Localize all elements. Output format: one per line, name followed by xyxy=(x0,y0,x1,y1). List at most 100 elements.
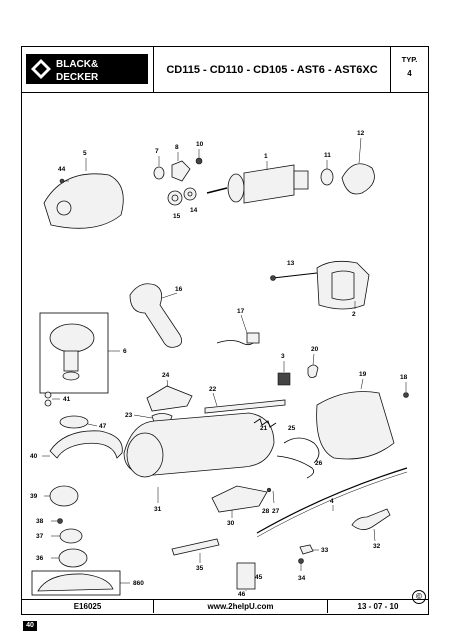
svg-text:17: 17 xyxy=(237,308,245,315)
svg-text:2: 2 xyxy=(352,311,356,318)
svg-text:DECKER: DECKER xyxy=(56,72,99,83)
screw-13: 13 xyxy=(270,260,318,281)
brush-holder-12: 12 xyxy=(341,130,375,195)
switch-wiring-17: 17 xyxy=(216,308,260,346)
svg-text:14: 14 xyxy=(190,207,198,214)
svg-text:45: 45 xyxy=(255,574,263,581)
exploded-view-sheet: BLACK& DECKER CD115 - CD110 - CD105 - AS… xyxy=(21,46,429,615)
motor-housing-31: 31 xyxy=(123,412,275,513)
screw-27: 27 xyxy=(272,490,280,515)
svg-text:12: 12 xyxy=(357,130,365,137)
svg-text:5: 5 xyxy=(83,150,87,157)
svg-text:4: 4 xyxy=(330,498,334,505)
spanner-35: 35 xyxy=(171,538,220,572)
svg-text:7: 7 xyxy=(155,148,159,155)
svg-text:21: 21 xyxy=(260,425,268,432)
svg-text:26: 26 xyxy=(315,460,323,467)
svg-text:18: 18 xyxy=(400,374,408,381)
svg-text:3: 3 xyxy=(281,353,285,360)
switch-bar-22: 22 xyxy=(204,386,286,414)
footer-date: 13 - 07 - 10 xyxy=(357,602,399,611)
guard-40: 40 xyxy=(30,430,123,460)
svg-text:38: 38 xyxy=(36,518,44,525)
side-handle-16: 16 xyxy=(129,283,183,348)
bracket-8: 8 xyxy=(171,144,191,182)
cable-sleeve-32: 32 xyxy=(351,508,391,550)
type-value: 4 xyxy=(407,69,412,78)
header-bar: BLACK& DECKER CD115 - CD110 - CD105 - AS… xyxy=(22,47,428,93)
flange-39: 39 xyxy=(30,485,79,507)
svg-text:30: 30 xyxy=(227,520,235,527)
footer-url: www.2helpU.com xyxy=(154,600,328,613)
screw-18: 18 xyxy=(400,374,409,398)
svg-text:31: 31 xyxy=(154,506,162,513)
svg-text:39: 39 xyxy=(30,493,38,500)
svg-text:19: 19 xyxy=(359,371,367,378)
type-label: TYP. xyxy=(401,55,418,64)
svg-text:1: 1 xyxy=(264,153,268,160)
type-cell: TYP. 4 xyxy=(391,47,428,92)
rear-housing-19: 19 xyxy=(316,371,395,460)
power-cable-4: 4 xyxy=(256,467,408,538)
screw-10: 10 xyxy=(195,141,204,165)
page-number: 40 xyxy=(23,621,37,631)
svg-text:22: 22 xyxy=(209,386,217,393)
armature-1: 1 xyxy=(206,153,309,204)
clamp-33: 33 xyxy=(299,544,329,555)
svg-text:27: 27 xyxy=(272,508,280,515)
bearing-7: 7 xyxy=(153,148,165,180)
svg-text:32: 32 xyxy=(373,543,381,550)
brush-3: 3 xyxy=(277,353,291,386)
bracket-29: 45 46 xyxy=(236,562,263,598)
svg-text:41: 41 xyxy=(63,396,71,403)
screw-44: 44 xyxy=(58,166,69,184)
bearing-11: 11 xyxy=(320,152,334,186)
footer-document-code: E16025 xyxy=(22,600,154,613)
svg-text:6: 6 xyxy=(123,348,127,355)
cover-30: 30 xyxy=(211,485,268,527)
svg-text:16: 16 xyxy=(175,286,183,293)
svg-text:34: 34 xyxy=(298,575,306,582)
wire-25: 25 xyxy=(283,425,320,464)
screw-34: 34 xyxy=(298,558,306,582)
flange-36: 36 xyxy=(36,548,88,568)
svg-text:33: 33 xyxy=(321,547,329,554)
svg-text:860: 860 xyxy=(133,580,144,587)
svg-text:10: 10 xyxy=(196,141,204,148)
svg-text:37: 37 xyxy=(36,533,44,540)
svg-text:13: 13 xyxy=(287,260,295,267)
svg-text:28: 28 xyxy=(262,508,270,515)
wire-26: 26 xyxy=(276,455,323,479)
svg-text:47: 47 xyxy=(99,423,107,430)
svg-text:15: 15 xyxy=(173,213,181,220)
screw-38: 38 xyxy=(36,518,63,525)
gear-14: 14 xyxy=(183,187,198,214)
copyright-icon: © xyxy=(412,590,426,604)
ring-47: 47 xyxy=(59,415,107,430)
svg-text:35: 35 xyxy=(196,565,204,572)
svg-text:36: 36 xyxy=(36,555,44,562)
gear-housing-part: 5 xyxy=(43,150,124,229)
flange-nut-37: 37 xyxy=(36,528,83,544)
footer-bar: E16025 www.2helpU.com 13 - 07 - 10 xyxy=(22,599,428,615)
svg-text:44: 44 xyxy=(58,166,66,173)
gear-assembly-6: 6 xyxy=(39,312,127,394)
svg-text:46: 46 xyxy=(238,591,246,598)
svg-text:23: 23 xyxy=(125,412,133,419)
svg-text:20: 20 xyxy=(311,346,319,353)
guard-860: 860 xyxy=(31,570,144,596)
spring-21: 21 xyxy=(253,418,277,432)
exploded-parts-diagram: 5 44 7 8 10 15 14 xyxy=(30,130,409,598)
svg-text:24: 24 xyxy=(162,372,170,379)
model-title: CD115 - CD110 - CD105 - AST6 - AST6XC xyxy=(154,47,391,92)
svg-text:25: 25 xyxy=(288,425,296,432)
svg-text:8: 8 xyxy=(175,144,179,151)
cover-plate-24: 24 xyxy=(146,372,193,412)
gear-15: 15 xyxy=(167,190,183,220)
clip-20: 20 xyxy=(307,346,319,378)
svg-text:11: 11 xyxy=(324,152,331,159)
nut-41: 41 xyxy=(44,391,71,407)
stator-2: 2 xyxy=(316,260,370,318)
black-decker-logo: BLACK& DECKER xyxy=(26,54,148,84)
svg-text:40: 40 xyxy=(30,453,38,460)
